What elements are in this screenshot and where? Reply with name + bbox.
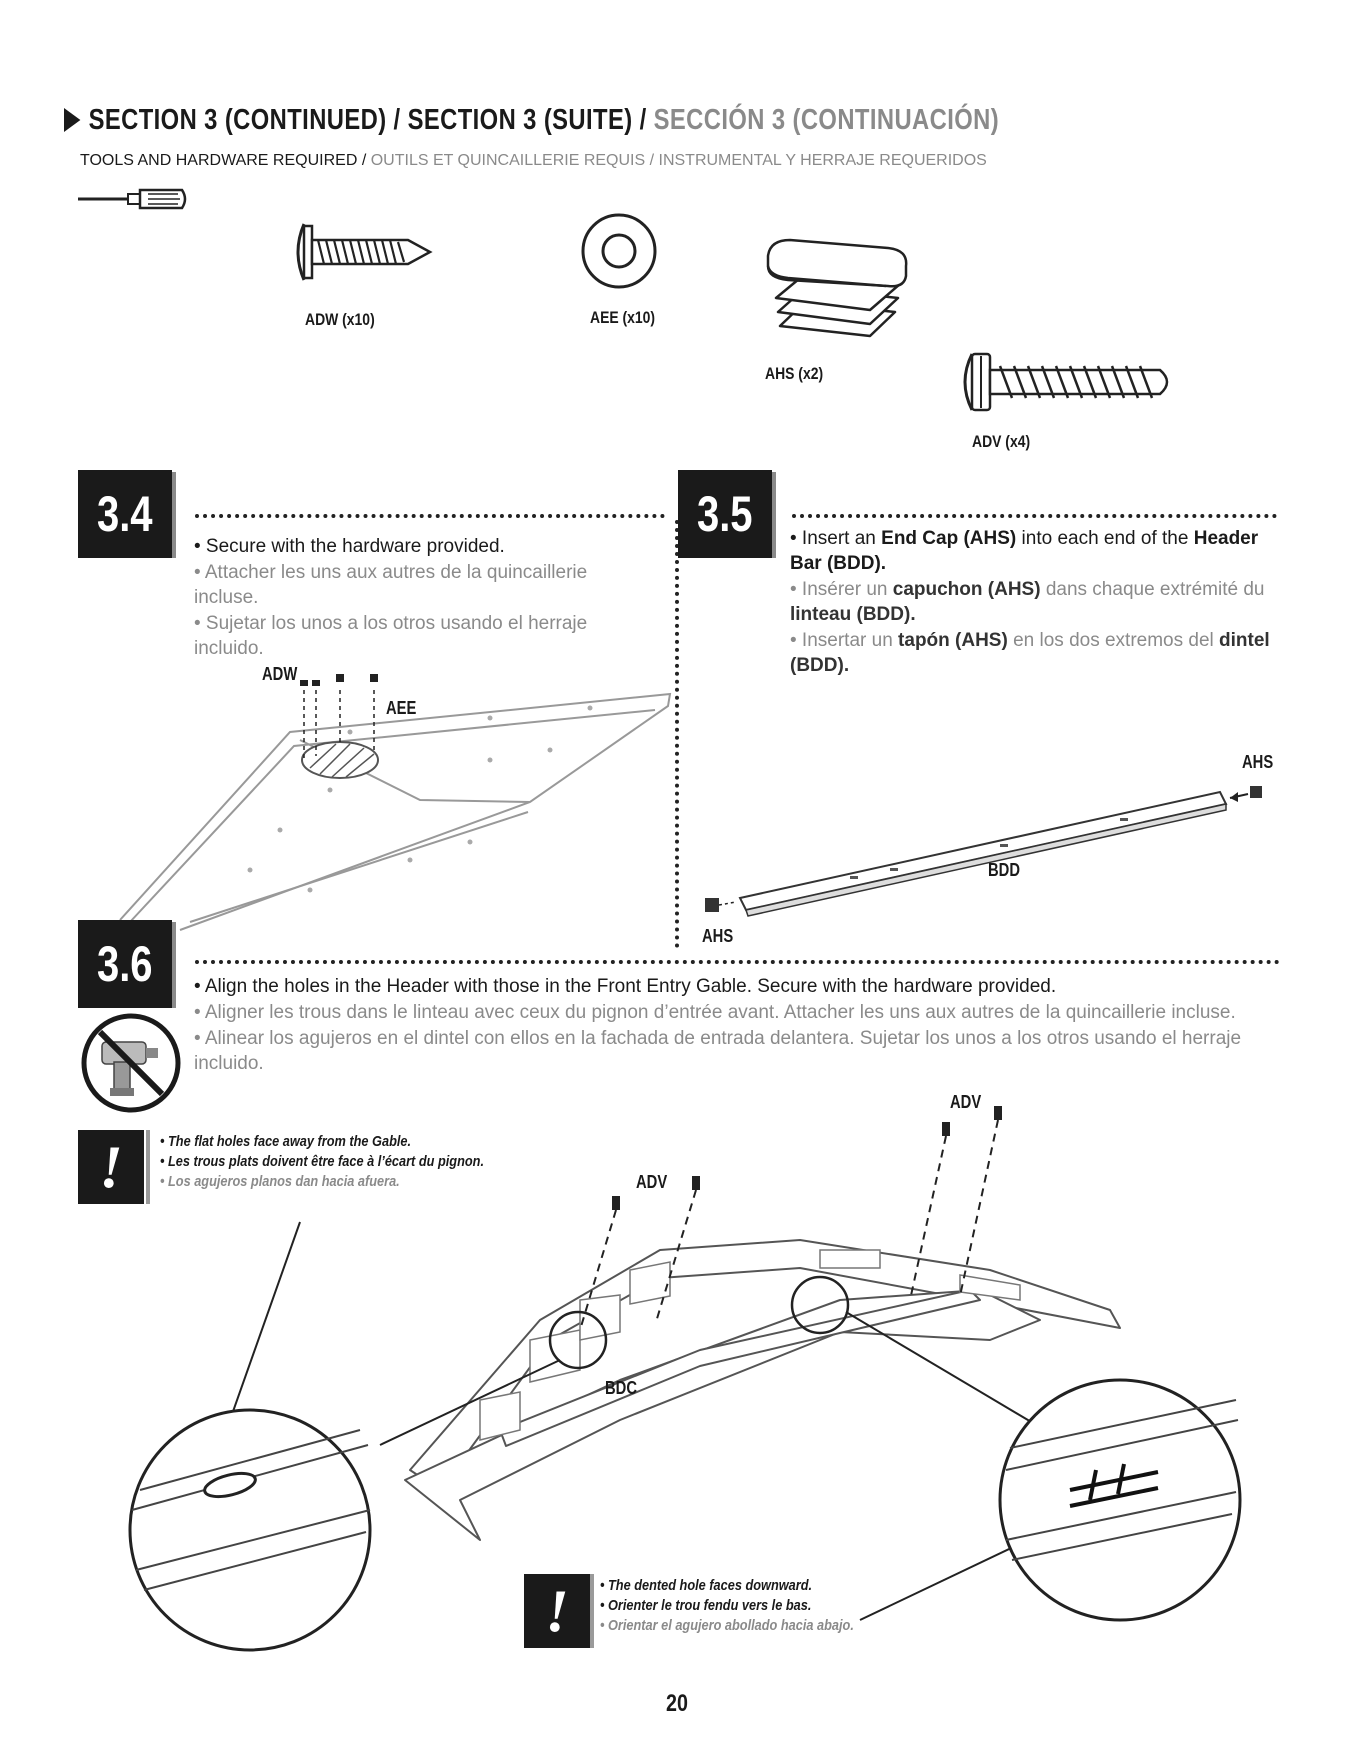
screwdriver-icon (78, 188, 187, 210)
label-aee: AEE (386, 698, 417, 718)
no-power-drill-icon (81, 1013, 181, 1113)
screw-adw-icon (296, 223, 433, 281)
label-adv-center: ADV (636, 1172, 668, 1192)
section-title: SECTION 3 (CONTINUED) / SECTION 3 (SUITE… (64, 104, 999, 137)
section-title-es: SECCIÓN 3 (CONTINUACIÓN) (653, 104, 1000, 136)
warning-icon: ! (78, 1130, 144, 1204)
step-3-6-diagram (128, 1106, 1242, 1652)
warning-separator (590, 1574, 594, 1648)
label-ahs-right: AHS (1242, 752, 1274, 772)
warning-1-fr: • Les trous plats doivent être face à l’… (160, 1153, 484, 1170)
warning-separator (146, 1130, 150, 1204)
step-3-5-text: • Insert an End Cap (AHS) into each end … (790, 526, 1270, 679)
label-ahs-left: AHS (702, 926, 734, 946)
dotted-separator (195, 514, 665, 518)
step-badge-shadow-3-6 (172, 922, 176, 1008)
warning-1-text: • The flat holes face away from the Gabl… (160, 1132, 484, 1192)
warning-1-es: • Los agujeros planos dan hacia afuera. (160, 1173, 400, 1190)
step-3-4-es: • Sujetar los unos a los otros usando el… (194, 613, 588, 659)
play-arrow-icon (64, 108, 81, 132)
step-badge-3-5: 3.5 (678, 470, 772, 558)
step-3-4-text: • Secure with the hardware provided. • A… (194, 534, 654, 662)
tools-required-line: TOOLS AND HARDWARE REQUIRED / OUTILS ET … (80, 152, 987, 170)
step-3-6-fr: • Aligner les trous dans le linteau avec… (194, 1002, 1236, 1023)
part-label-adw: ADW (x10) (305, 310, 375, 329)
label-adw: ADW (262, 664, 298, 684)
header-bar-bdd-diagram (705, 786, 1262, 917)
step-badge-3-4: 3.4 (78, 470, 172, 558)
step-badge-3-6: 3.6 (78, 920, 172, 1008)
part-label-aee: AEE (x10) (590, 308, 656, 327)
step-3-5-es: • Insertar un tapón (AHS) en los dos ext… (790, 630, 1270, 676)
vertical-divider (675, 520, 679, 948)
step-3-6-en: • Align the holes in the Header with tho… (194, 976, 1057, 997)
dotted-separator (792, 514, 1277, 518)
end-cap-ahs-icon (766, 238, 908, 338)
step-3-5-en: • Insert an End Cap (AHS) into each end … (790, 528, 1259, 574)
tools-required-en: TOOLS AND HARDWARE REQUIRED / (80, 152, 371, 169)
tools-required-fr-es: OUTILS ET QUINCAILLERIE REQUIS / INSTRUM… (370, 152, 987, 169)
warning-2-fr: • Orienter le trou fendu vers le bas. (600, 1597, 812, 1614)
part-label-adv: ADV (x4) (972, 432, 1031, 451)
page-number: 20 (666, 1690, 688, 1717)
dotted-separator (195, 960, 1280, 964)
step-3-6-es: • Alinear los agujeros en el dintel con … (194, 1028, 1242, 1074)
warning-2-es: • Orientar el agujero abollado hacia aba… (600, 1617, 854, 1634)
screw-adv-icon (963, 352, 1169, 412)
warning-icon: ! (524, 1574, 590, 1648)
warning-1-en: • The flat holes face away from the Gabl… (160, 1133, 412, 1150)
step-badge-shadow-3-4 (172, 472, 176, 558)
washer-aee-icon (581, 213, 657, 289)
step-3-4-en: • Secure with the hardware provided. (194, 536, 505, 557)
step-3-4-fr: • Attacher les uns aux autres de la quin… (194, 562, 588, 608)
label-bdd: BDD (988, 860, 1020, 880)
part-label-ahs: AHS (x2) (765, 364, 824, 383)
step-3-6-text: • Align the holes in the Header with tho… (194, 974, 1279, 1077)
warning-2-text: • The dented hole faces downward. • Orie… (600, 1576, 854, 1636)
section-title-en-fr: SECTION 3 (CONTINUED) / SECTION 3 (SUITE… (88, 104, 654, 136)
step-3-5-fr: • Insérer un capuchon (AHS) dans chaque … (790, 579, 1265, 625)
label-adv-right: ADV (950, 1092, 982, 1112)
step-3-4-diagram (119, 674, 672, 931)
step-badge-shadow-3-5 (772, 472, 776, 558)
warning-2-en: • The dented hole faces downward. (600, 1577, 813, 1594)
label-bdc: BDC (605, 1378, 637, 1398)
